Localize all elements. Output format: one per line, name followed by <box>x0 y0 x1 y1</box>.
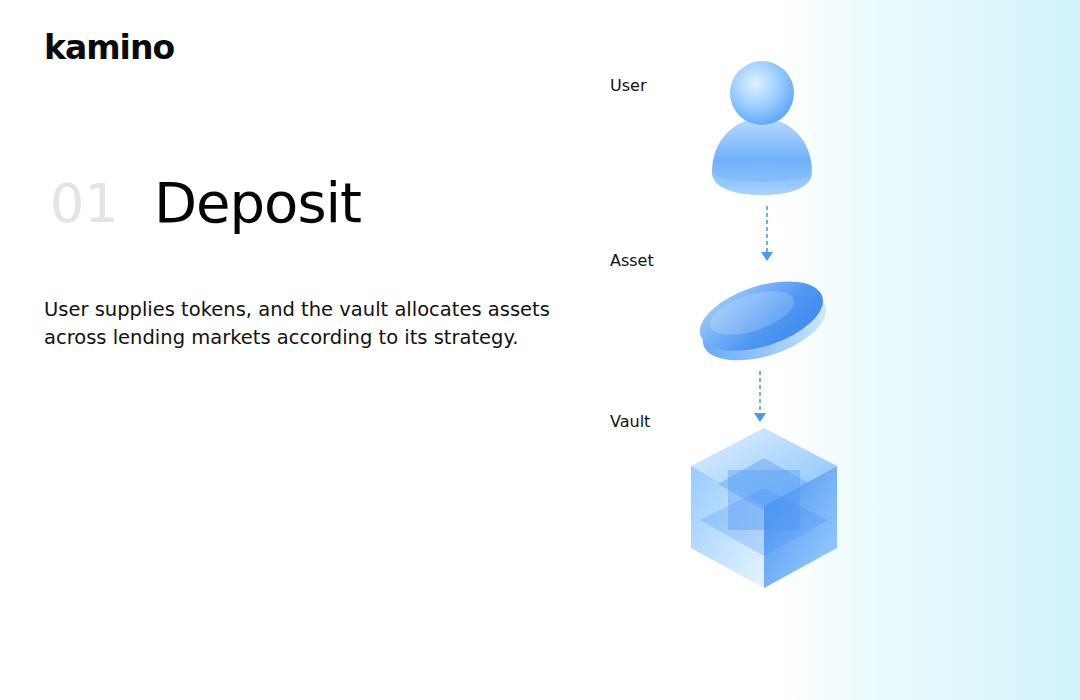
step-number: 01 <box>50 172 119 235</box>
brand-logo: kamino <box>44 28 174 67</box>
dashed-arrow <box>754 371 766 422</box>
node-label: Vault <box>610 412 650 431</box>
illustrated-node: Vault <box>600 412 840 590</box>
dashed-arrow <box>761 206 773 261</box>
title: Deposit <box>154 170 361 235</box>
node-label: User <box>610 76 646 95</box>
node-label: Asset <box>610 251 654 270</box>
illustrated-node: Asset <box>600 251 840 365</box>
illustrated-node: User <box>600 76 840 200</box>
description: User supplies tokens, and the vault allo… <box>44 296 584 352</box>
